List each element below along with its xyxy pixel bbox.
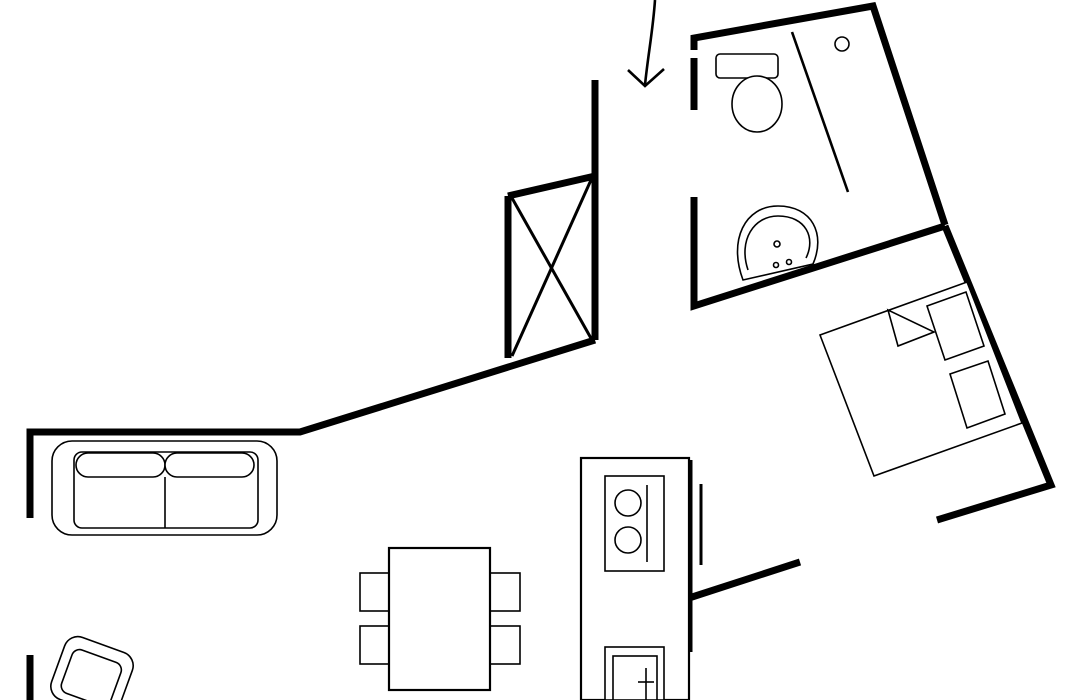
kitchen-sink-icon xyxy=(604,646,665,700)
closet-top-wall xyxy=(507,172,596,200)
living-room-wall-top xyxy=(26,336,597,518)
bathroom-wall-top xyxy=(690,2,949,227)
closet-x-icon xyxy=(510,179,594,357)
shower-icon xyxy=(790,31,850,193)
cooktop-icon xyxy=(604,475,665,572)
bedroom-wall-right xyxy=(935,224,1056,524)
kitchen-wall-stub xyxy=(687,558,802,602)
dining-table-icon xyxy=(359,546,521,692)
toilet-icon xyxy=(715,53,783,133)
entry-arrow-icon xyxy=(627,0,665,88)
sofa-icon xyxy=(51,440,278,536)
double-bed-icon xyxy=(818,280,1024,478)
bathroom-wall-lower xyxy=(690,197,947,311)
washbasin-icon xyxy=(736,205,819,281)
armchair-icon xyxy=(50,635,134,700)
